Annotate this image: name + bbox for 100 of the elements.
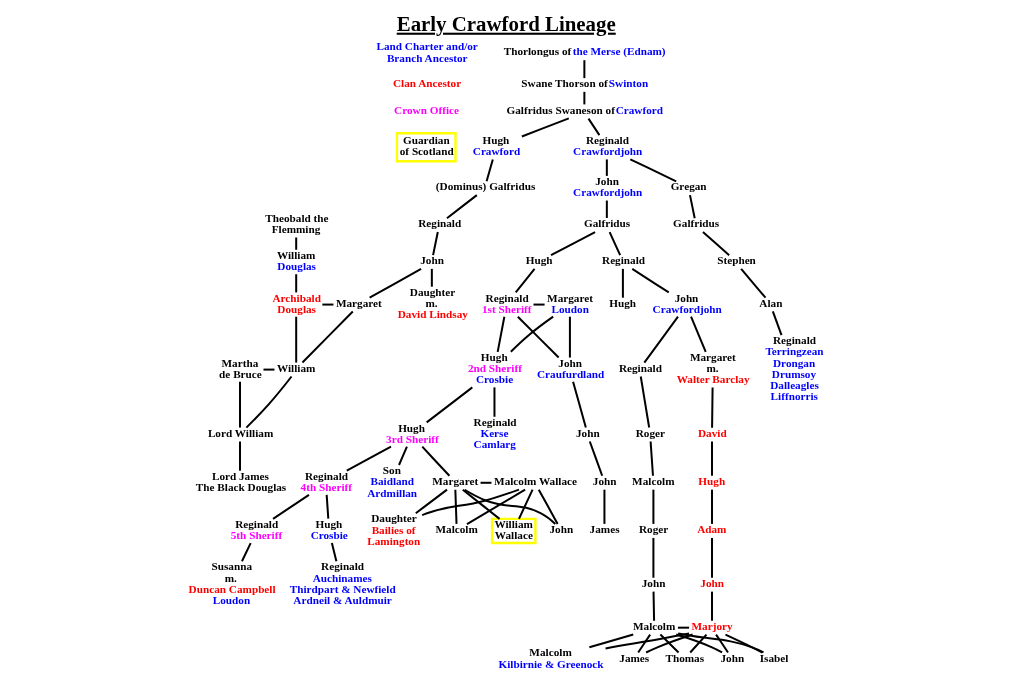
node-text: Reginald [418, 217, 462, 230]
node-text: David [697, 426, 727, 439]
node-text: William [276, 361, 316, 374]
node-text: James [589, 523, 620, 536]
node-text: Roger [638, 523, 669, 536]
connector [517, 316, 560, 359]
connector [675, 633, 723, 654]
connector [421, 488, 520, 517]
connector [605, 632, 690, 650]
node-text: John Crawfordjohn [573, 175, 643, 199]
legend-label: Clan Ancestor [392, 77, 462, 90]
connector [652, 489, 655, 524]
node-text: Lord James The Black Douglas [195, 469, 287, 493]
connector [485, 159, 494, 182]
node-text: Adam [697, 523, 727, 536]
diagram-title: Early Crawford Lineage [396, 11, 616, 36]
node-text: John [549, 523, 574, 536]
connector [398, 446, 408, 466]
connector [537, 489, 559, 525]
connector [711, 537, 713, 578]
connector [533, 303, 545, 306]
connector [652, 591, 656, 621]
connector [521, 117, 570, 138]
connector [678, 632, 764, 654]
node-box: William Wallace [490, 517, 537, 545]
node-text: Hugh 3rd Sheriff [386, 421, 439, 445]
connector [496, 316, 506, 352]
connector [510, 315, 554, 353]
connector [689, 194, 696, 219]
connector [272, 494, 310, 520]
connector [583, 91, 586, 105]
node-text: Lord William [207, 426, 274, 439]
connector [621, 268, 624, 298]
node-text: Hugh [525, 254, 553, 267]
connector [583, 60, 586, 79]
connector [637, 634, 651, 654]
connector [454, 489, 458, 524]
connector [301, 310, 354, 364]
node-text: Margaret Loudon [547, 291, 593, 315]
connector [740, 268, 767, 299]
connector [514, 268, 536, 293]
connector [631, 268, 670, 294]
node-text: Malcolm [632, 474, 675, 487]
connector [518, 489, 534, 520]
connector [239, 381, 241, 428]
connector [652, 537, 655, 578]
node-text: Daughter m. David Lindsay [397, 285, 468, 321]
connector [330, 542, 338, 562]
legend-label: Crown Office [394, 103, 460, 116]
node-text: Galfridus Swaneson ofCrawford [506, 103, 664, 116]
connector [711, 387, 714, 428]
connector [605, 200, 608, 218]
connector [643, 316, 679, 364]
connector [689, 633, 708, 654]
connector [589, 633, 634, 649]
connector [649, 441, 654, 476]
connector [677, 626, 690, 629]
connector [432, 231, 439, 256]
node-text: Galfridus [583, 217, 631, 230]
node-text: Reginald 4th Sheriff [300, 469, 353, 493]
node-text: James [619, 651, 650, 664]
node-text: Malcolm [435, 523, 478, 536]
connector [464, 488, 556, 525]
node-text: Hugh [609, 296, 637, 309]
node-text: John [720, 651, 745, 664]
node-text: Margaret m. Walter Barclay [676, 350, 750, 386]
connector [550, 231, 596, 257]
connector [702, 231, 730, 256]
node-text: William Douglas [276, 248, 316, 273]
node-text: Margaret [335, 296, 382, 309]
connector [725, 633, 763, 654]
node-text: Reginald Crawfordjohn [573, 134, 643, 158]
node-text: Malcolm Wallace [494, 474, 578, 487]
node-text: Reginald [602, 254, 646, 267]
node-text: John [420, 254, 444, 267]
node-text: Thorlongus ofthe Merse (Ednam) [503, 45, 666, 58]
node-text: Alan [759, 296, 783, 309]
node-text: Galfridus [673, 217, 720, 230]
connector [629, 158, 677, 183]
node-text: John [641, 576, 666, 589]
connector [715, 634, 729, 654]
node-text: Reginald 1st Sheriff [482, 291, 532, 315]
connector [430, 268, 433, 287]
connector [771, 311, 783, 336]
node-text: Hugh Crosbie [310, 517, 348, 542]
connector [295, 274, 298, 293]
connector [608, 231, 622, 256]
node-text: Son Baidland Ardmillan [367, 464, 418, 499]
node-text: Martha de Bruce [219, 356, 262, 380]
connector [645, 633, 693, 654]
connector [263, 368, 275, 371]
node-text: Daughter Bailies of Lamington [367, 512, 421, 547]
node-text: Marjory [691, 619, 733, 632]
node-text: Reginald 5th Sheriff [230, 517, 283, 542]
node-text: John [700, 576, 725, 589]
node-text: John Crawfordjohn [652, 291, 722, 315]
connector [421, 446, 451, 477]
node-text: Gregan [670, 180, 707, 193]
node-text: Swane Thorson ofSwinton [521, 77, 649, 90]
connector [325, 494, 330, 519]
